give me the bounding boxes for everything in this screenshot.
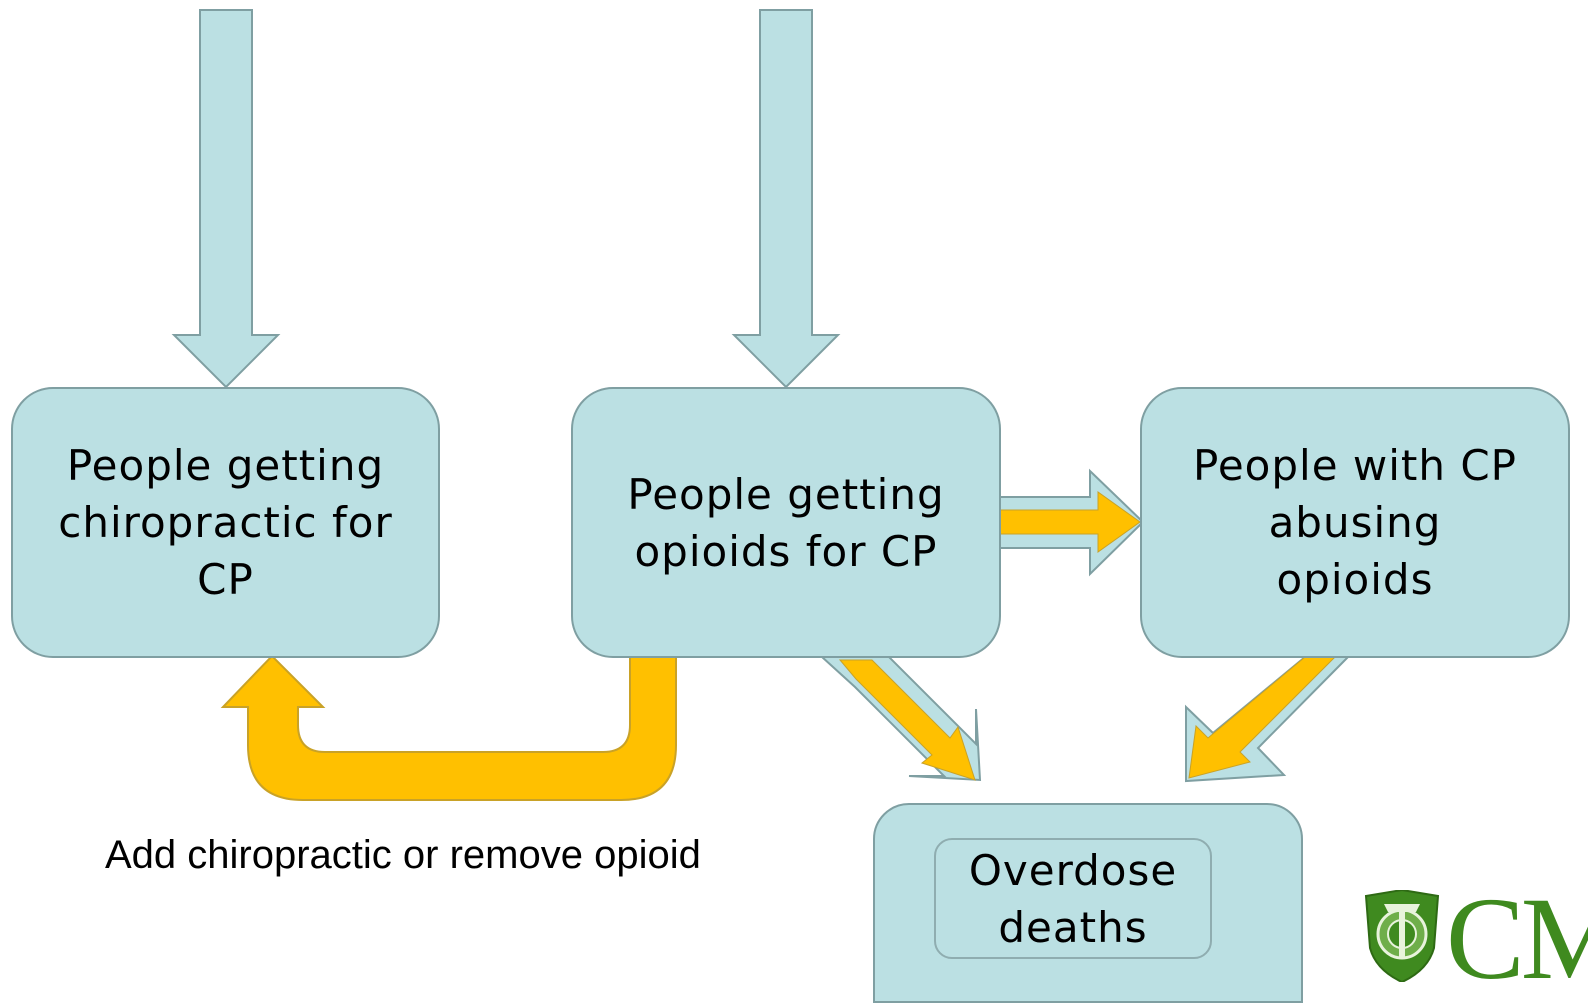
- seal-emblem-icon: [1364, 890, 1440, 982]
- logo-text: CM: [1446, 884, 1588, 994]
- node-abusing-opioids: People with CP abusing opioids: [1140, 387, 1570, 658]
- node-abusing-label: People with CP abusing opioids: [1193, 441, 1517, 604]
- node-opioids-label: People getting opioids for CP: [627, 469, 945, 576]
- inflow-arrow-chiropractic: [171, 9, 281, 389]
- flow-arrow-opioids-to-abusing-yellow: [999, 491, 1141, 553]
- feedback-caption: Add chiropractic or remove opioid: [105, 833, 701, 877]
- node-chiropractic-label: People getting chiropractic for CP: [58, 441, 393, 604]
- feedback-arrow: [220, 654, 677, 801]
- node-chiropractic: People getting chiropractic for CP: [11, 387, 440, 658]
- inflow-arrow-opioids: [731, 9, 841, 389]
- node-deaths-label: Overdose deaths: [968, 845, 1178, 952]
- flow-arrow-opioids-to-deaths-yellow: [838, 659, 976, 781]
- flow-arrow-abusing-to-deaths-yellow: [1188, 656, 1337, 779]
- node-opioids: People getting opioids for CP: [571, 387, 1001, 658]
- node-overdose-deaths-inner: Overdose deaths: [934, 838, 1212, 959]
